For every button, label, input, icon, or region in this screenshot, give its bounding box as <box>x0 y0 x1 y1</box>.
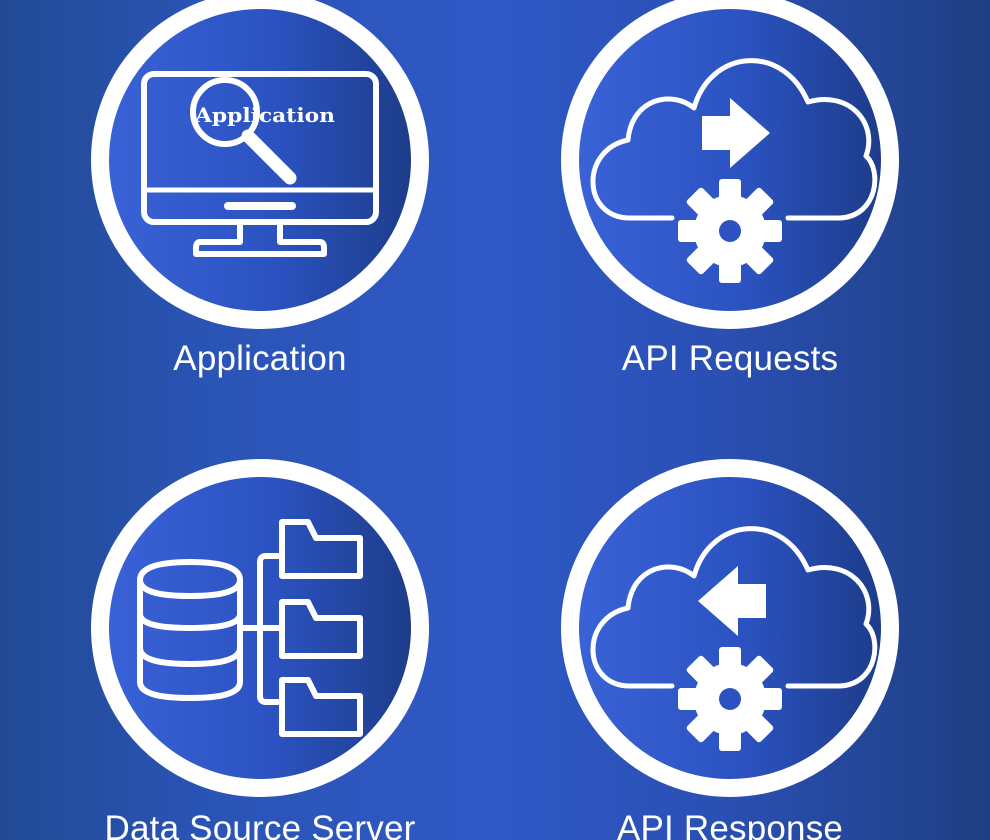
application-node: Application Application <box>90 0 430 378</box>
node-label: Application <box>173 339 347 378</box>
node-label: API Requests <box>621 339 839 378</box>
node-label: API Response <box>616 809 844 840</box>
cloud-arrow-right-gear-icon <box>561 0 899 329</box>
data-source-server-node: Data Source Server <box>90 458 430 840</box>
database-folders-icon <box>91 459 429 797</box>
monitor-search-icon: Application <box>91 0 429 329</box>
node-label: Data Source Server <box>104 809 416 840</box>
cloud-arrow-left-gear-icon <box>561 459 899 797</box>
database-icon <box>137 558 243 702</box>
api-requests-node: API Requests <box>560 0 900 378</box>
folder-icon <box>279 519 363 737</box>
screen-text: Application <box>194 103 336 127</box>
api-response-node: API Response <box>560 458 900 840</box>
